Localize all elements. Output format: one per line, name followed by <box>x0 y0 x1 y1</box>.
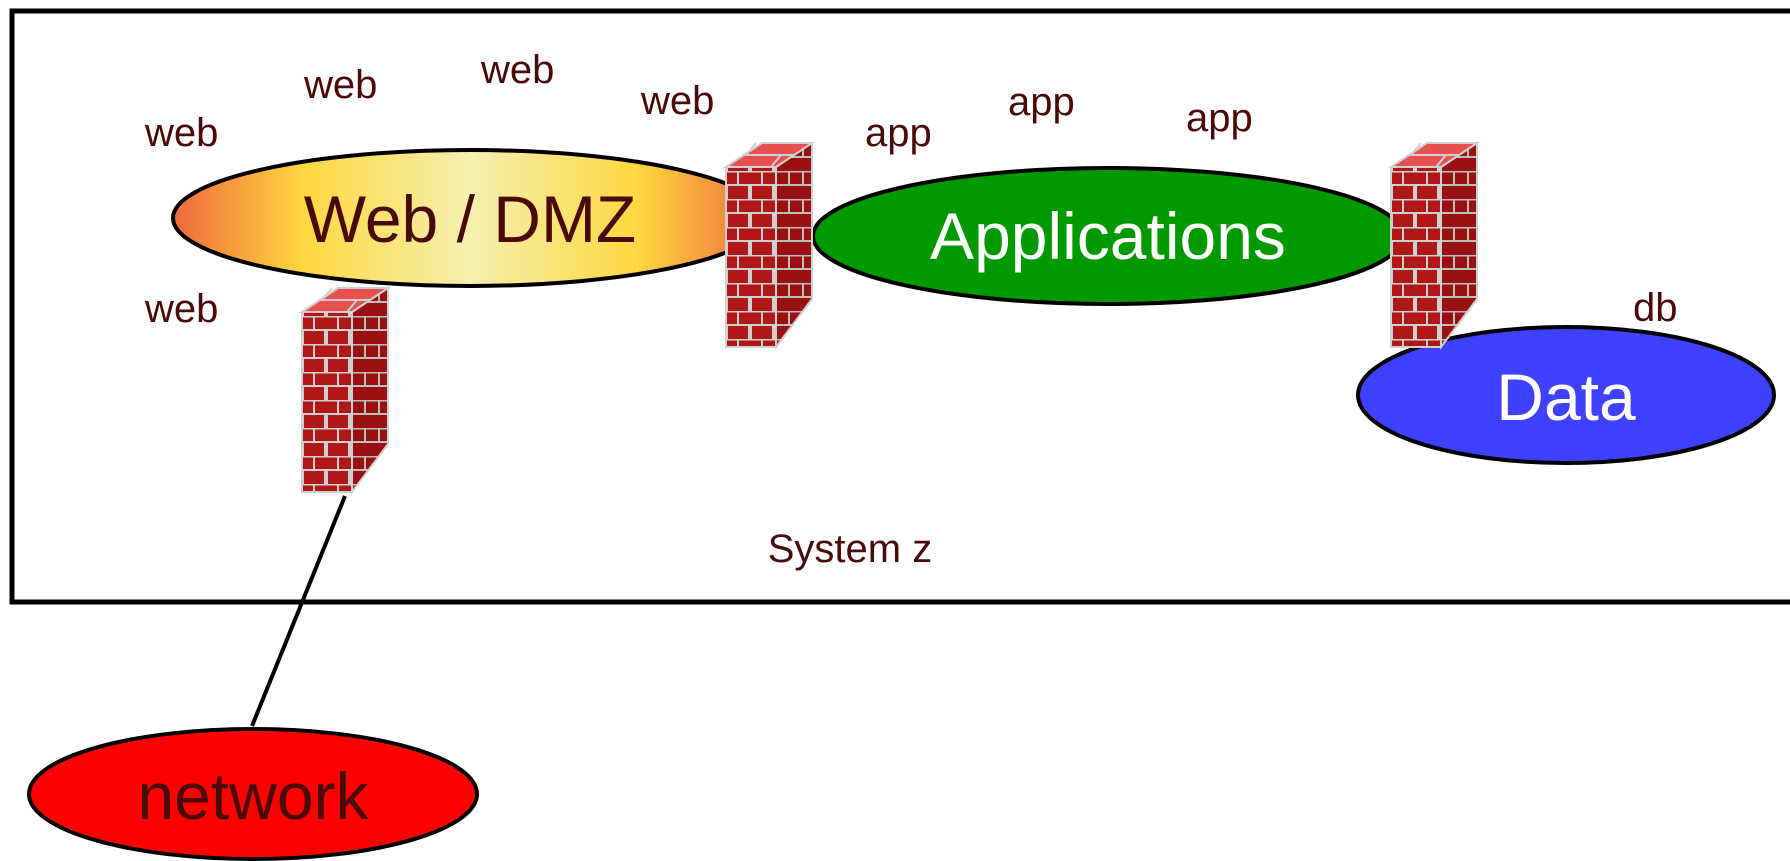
web-server-label: web <box>640 79 714 123</box>
app-server-label: app <box>865 111 932 155</box>
firewall-icon <box>1390 142 1478 348</box>
network-connector-line <box>250 495 347 727</box>
firewall-icon <box>725 142 813 348</box>
web-server-label: web <box>144 287 218 331</box>
app-server-label: app <box>1186 96 1253 140</box>
firewall-icon <box>301 287 389 493</box>
system-z-boundary <box>9 8 1790 605</box>
applications-label: Applications <box>930 199 1286 273</box>
network-label: network <box>137 759 369 833</box>
data-zone <box>1356 325 1776 465</box>
web-server-label: web <box>480 48 554 92</box>
app-server-label: app <box>1008 80 1075 124</box>
web-server-label: web <box>303 63 377 107</box>
db-server-label: db <box>1633 286 1678 330</box>
data-label: Data <box>1496 360 1636 434</box>
web-dmz-label: Web / DMZ <box>304 182 636 256</box>
system-z-label: System z <box>768 527 932 571</box>
network-zone <box>27 727 479 861</box>
web-server-label: web <box>144 111 218 155</box>
